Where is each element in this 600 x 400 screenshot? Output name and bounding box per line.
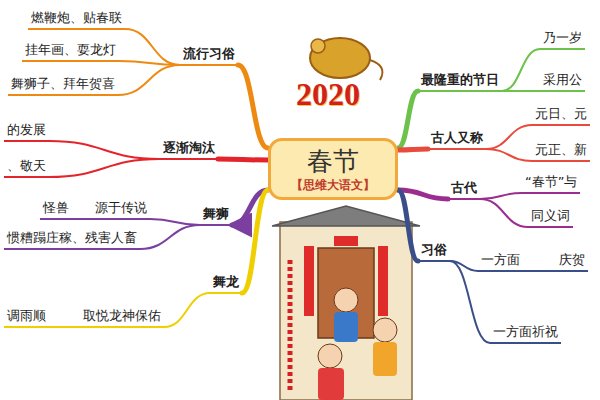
couplet-top <box>334 236 358 246</box>
year-label: 2020 <box>296 76 360 113</box>
child-body <box>318 368 344 400</box>
topic-text: 古人又称 <box>431 129 483 147</box>
leaf-topic: 的发展 <box>4 120 49 142</box>
branch-connector <box>486 149 532 161</box>
topic-text: 逐渐淘汰 <box>163 139 215 157</box>
child-body <box>373 342 397 376</box>
topic-text: 元正、新 <box>535 141 587 159</box>
leaf-topic: 挂年画、耍龙灯 <box>22 40 119 62</box>
leaf-topic: 取悦龙神保佑 <box>80 306 164 328</box>
branch-connector <box>242 190 268 293</box>
leaf-topic: 采用公 <box>540 70 585 92</box>
leaf-topic: 同义词 <box>528 206 573 228</box>
topic-text: 舞狮子、拜年贺喜 <box>11 75 115 93</box>
topic-text: 最隆重的节日 <box>421 71 499 89</box>
couplet-left <box>304 246 314 316</box>
branch-connector <box>125 29 180 65</box>
topic-text: 采用公 <box>543 71 582 89</box>
topic-text: 春节 <box>277 145 389 177</box>
leaf-topic: 元正、新 <box>532 140 590 162</box>
house-wall <box>280 222 412 400</box>
branch-connector <box>480 193 522 199</box>
topic-text: 、敬天 <box>7 157 46 175</box>
couplet-right <box>378 246 388 316</box>
topic-text: 乃一岁 <box>543 29 582 47</box>
rat-ear <box>311 39 325 53</box>
branch-topic: 舞龙 <box>210 272 242 294</box>
leaf-topic: 乃一岁 <box>540 28 585 50</box>
topic-text: 取悦龙神保佑 <box>83 307 161 325</box>
branch-topic: 最隆重的节日 <box>418 70 502 92</box>
topic-text: 一方面 <box>481 251 520 269</box>
branch-connector <box>119 61 180 65</box>
subtitle-text: 【思维大语文】 <box>277 177 389 193</box>
branch-connector <box>49 141 160 159</box>
topic-text: 元日、元 <box>535 105 587 123</box>
child-head <box>318 344 342 368</box>
branch-connector <box>450 261 490 343</box>
topic-text: 舞龙 <box>213 273 239 291</box>
topic-text: 怪兽 <box>43 199 69 217</box>
branch-topic: 古人又称 <box>428 128 486 150</box>
topic-text: 源于传说 <box>95 199 147 217</box>
child-head <box>334 288 358 312</box>
leaf-topic: 一方面 <box>478 250 523 272</box>
leaf-topic: 惯糟蹋庄稼、残害人畜 <box>4 228 140 250</box>
firecracker-string <box>288 260 293 392</box>
branch-connector <box>502 90 540 92</box>
leaf-topic: 舞狮子、拜年贺喜 <box>8 74 118 96</box>
leaf-topic: 元日、元 <box>532 104 590 126</box>
leaf-topic: “春节”与 <box>522 172 580 194</box>
branch-topic: 古代 <box>448 178 480 200</box>
branch-connector <box>398 190 418 261</box>
topic-text: 燃鞭炮、贴春联 <box>31 9 122 27</box>
child-body <box>334 312 358 342</box>
leaf-topic: 、敬天 <box>4 156 49 178</box>
branch-connector <box>480 199 528 227</box>
topic-text: 调雨顺 <box>7 307 46 325</box>
branch-connector <box>502 49 540 91</box>
branch-connector <box>398 149 428 150</box>
leaf-topic: 庆贺 <box>556 250 588 272</box>
topic-text: “春节”与 <box>525 173 577 191</box>
topic-text: 流行习俗 <box>183 45 235 63</box>
leaf-topic: 怪兽 <box>40 198 72 220</box>
branch-topic: 逐渐淘汰 <box>160 138 218 160</box>
branch-connector <box>72 218 92 220</box>
leaf-topic: 调雨顺 <box>4 306 49 328</box>
branch-connector <box>238 65 268 148</box>
topic-text: 庆贺 <box>559 251 585 269</box>
branch-connector <box>140 225 200 249</box>
topic-text: 挂年画、耍龙灯 <box>25 41 116 59</box>
branch-connector <box>49 159 160 177</box>
rat-emblem <box>310 38 370 78</box>
branch-connector <box>150 219 200 225</box>
branch-connector <box>486 125 532 149</box>
topic-text: 同义词 <box>531 207 570 225</box>
house-roof <box>272 206 420 226</box>
topic-text: 惯糟蹋庄稼、残害人畜 <box>7 229 137 247</box>
topic-text: 习俗 <box>421 241 447 259</box>
leaf-topic: 燃鞭炮、贴春联 <box>28 8 125 30</box>
topic-text: 的发展 <box>7 121 46 139</box>
branch-topic: 流行习俗 <box>180 44 238 66</box>
branch-connector <box>49 326 80 328</box>
branch-connector <box>118 65 180 95</box>
rat-tail <box>370 60 382 80</box>
branch-connector <box>164 293 210 327</box>
branch-topic: 舞狮 <box>200 204 232 226</box>
child-head <box>373 318 397 342</box>
leaf-topic: 一方面祈祝 <box>490 322 561 344</box>
branch-connector <box>398 91 418 148</box>
topic-text: 古代 <box>451 179 477 197</box>
topic-text: 舞狮 <box>203 205 229 223</box>
branch-connector <box>218 159 268 160</box>
branch-topic: 习俗 <box>418 240 450 262</box>
central-topic: 春节【思维大语文】 <box>268 138 398 200</box>
topic-text: 一方面祈祝 <box>493 323 558 341</box>
branch-connector <box>523 270 556 272</box>
leaf-topic: 源于传说 <box>92 198 150 220</box>
